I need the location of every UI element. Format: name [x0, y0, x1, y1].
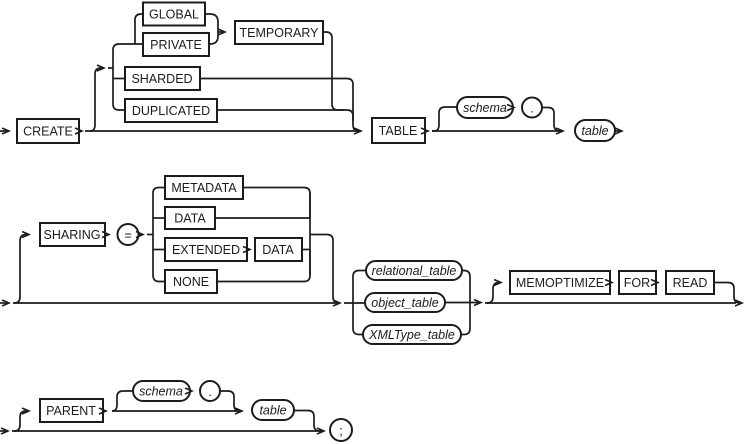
punctuation-label-parent-dot: . [208, 384, 212, 399]
memoptimize-riser-connector [486, 283, 501, 304]
punctuation-circle-semicolon [329, 418, 353, 442]
placeholder-label-schema: schema [463, 101, 507, 115]
none-branch-connector [152, 274, 165, 283]
placeholder-label-xmltype-table: XMLType_table [368, 328, 455, 342]
parent-table-return-connector [294, 409, 323, 432]
keyword-label-memoptimize: MEMOPTIMIZE [516, 276, 604, 290]
placeholder-label-parent-schema: schema [139, 385, 183, 399]
parent-riser-connector [13, 411, 29, 432]
xmltype-entry-connector [352, 303, 363, 336]
none-return-connector [217, 250, 311, 283]
punctuation-label-semicolon: ; [339, 423, 343, 438]
keyword-label-read: READ [673, 276, 708, 290]
dot-return-connector [542, 106, 562, 132]
keyword-label-none: NONE [173, 275, 209, 289]
duplicated-return-connector [217, 109, 354, 121]
xmltype-return-connector [461, 309, 471, 336]
branch-global-connector [134, 13, 143, 44]
keyword-label-sharing: SHARING [44, 228, 101, 242]
read-return-connector [714, 281, 741, 304]
keyword-label-extended-data: DATA [262, 243, 294, 257]
placeholder-label-table: table [581, 124, 608, 138]
punctuation-label-equals: = [124, 228, 132, 243]
keyword-label-parent: PARENT [46, 404, 96, 418]
keyword-label-table: TABLE [379, 124, 418, 138]
relational-return-connector [462, 269, 471, 297]
keyword-label-sharded: SHARDED [131, 72, 192, 86]
keyword-label-private: PRIVATE [150, 38, 202, 52]
private-merge-connector [209, 32, 219, 45]
branch-up-connector [112, 43, 143, 68]
metadata-branch-connector [152, 186, 165, 194]
sharded-return-connector [200, 77, 360, 132]
keyword-label-temporary: TEMPORARY [240, 26, 320, 40]
schema-loop-riser [432, 106, 457, 132]
keyword-label-for: FOR [624, 276, 650, 290]
punctuation-label-dot: . [530, 101, 534, 116]
metadata-return-connector [243, 186, 311, 218]
placeholder-label-relational-table: relational_table [372, 264, 457, 278]
keyword-label-data: DATA [174, 212, 206, 226]
keyword-label-create: CREATE [23, 125, 73, 139]
keyword-label-extended: EXTENDED [172, 243, 240, 257]
placeholder-label-object-table: object_table [371, 296, 438, 310]
temporary-return-connector [323, 31, 344, 111]
parent-dot-return-connector [220, 390, 241, 412]
branch-down-connector [112, 68, 125, 111]
relational-entry-connector [352, 269, 366, 303]
keyword-label-global: GLOBAL [149, 8, 199, 22]
global-merge-connector [205, 13, 219, 32]
branch-riser-connector [89, 68, 104, 132]
sharing-riser-connector [13, 235, 29, 304]
placeholder-label-parent-table: table [259, 404, 286, 418]
parent-schema-riser [111, 390, 133, 412]
sharing-exit-connector [310, 233, 340, 304]
keyword-label-metadata: METADATA [171, 181, 237, 195]
keyword-label-duplicated: DUPLICATED [132, 104, 210, 118]
